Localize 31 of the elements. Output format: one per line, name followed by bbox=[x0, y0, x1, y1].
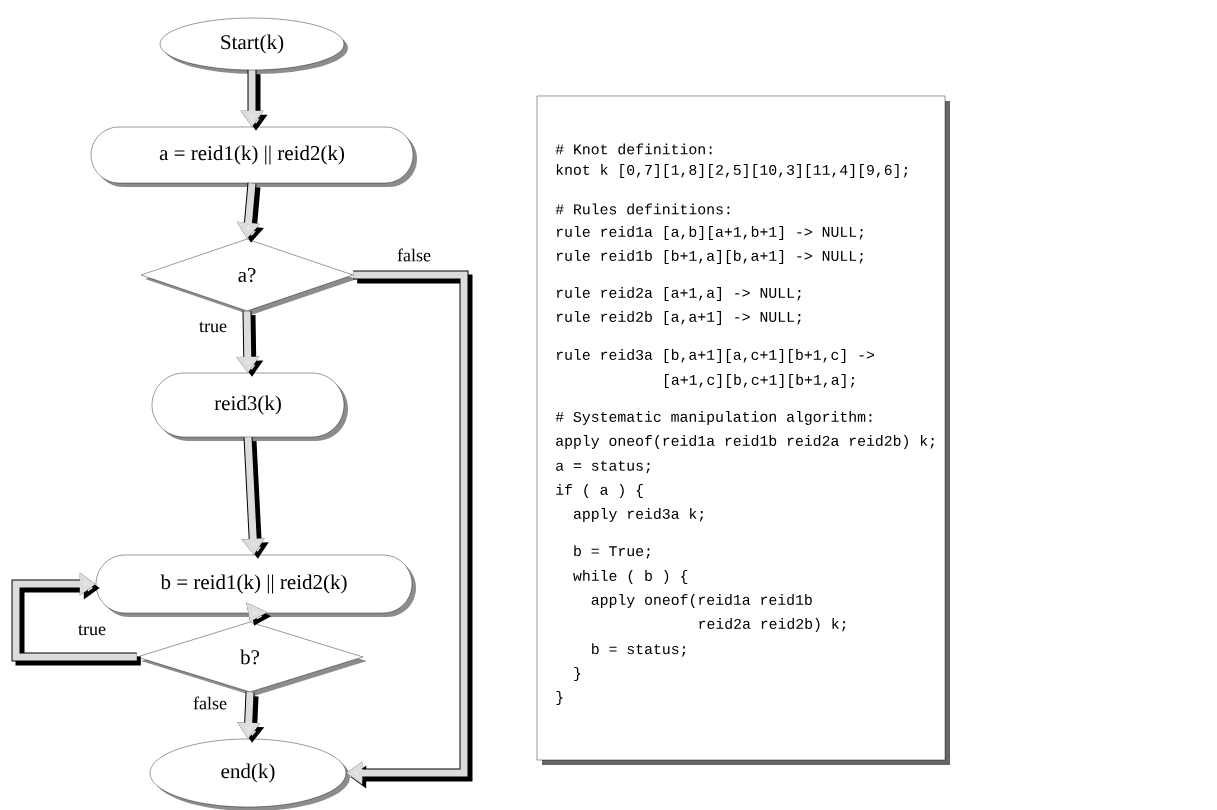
code-line: if ( a ) { bbox=[556, 484, 643, 498]
code-line: } bbox=[556, 691, 563, 705]
edge-label: true bbox=[198, 320, 228, 334]
code-line: apply oneof(reid1a reid1b reid2a reid2b) k; bbox=[556, 435, 934, 449]
edge-label: true bbox=[77, 623, 107, 637]
code-line: [a+1,c][b,c+1][b+1,a]; bbox=[664, 374, 855, 388]
code-line: a = status; bbox=[556, 460, 650, 474]
edge-label: false bbox=[192, 695, 228, 711]
code-line: # Knot definition: bbox=[555, 143, 712, 155]
arrow bbox=[11, 572, 141, 666]
code-line: apply oneof(reid1a reid1b bbox=[591, 594, 812, 608]
code-line: b = status; bbox=[592, 643, 686, 657]
code-line: } bbox=[574, 667, 581, 681]
edge-label: false bbox=[396, 247, 432, 263]
node-label: end(k) bbox=[221, 763, 275, 783]
code-line: b = True; bbox=[574, 545, 650, 559]
code-line: rule reid1a [a,b][a+1,b+1] -> NULL; bbox=[556, 226, 863, 240]
code-line: rule reid2a [a+1,a] -> NULL; bbox=[556, 287, 801, 301]
code-line: # Systematic manipulation algorithm: bbox=[555, 411, 872, 425]
code-line: while ( b ) { bbox=[573, 570, 688, 584]
code-line: apply reid3a k; bbox=[573, 508, 703, 522]
process-box: a = reid1(k) || reid2(k) bbox=[90, 126, 417, 187]
code-line: rule reid2b [a,a+1] -> NULL; bbox=[556, 311, 801, 325]
process-box: b = reid1(k) || reid2(k) bbox=[95, 554, 416, 617]
code-line: rule reid1b [b+1,a][b,a+1] -> NULL; bbox=[556, 250, 863, 264]
code-line: rule reid3a [b,a+1][a,c+1][b+1,c] -> bbox=[556, 349, 875, 363]
code-line: reid2a reid2b) k; bbox=[699, 618, 846, 632]
code-line: knot k [0,7][1,8][2,5][10,3][11,4][9,6]; bbox=[556, 164, 908, 178]
process-box: reid3(k) bbox=[151, 372, 348, 441]
code-panel bbox=[536, 95, 950, 765]
code-line: # Rules definitions: bbox=[555, 203, 730, 215]
